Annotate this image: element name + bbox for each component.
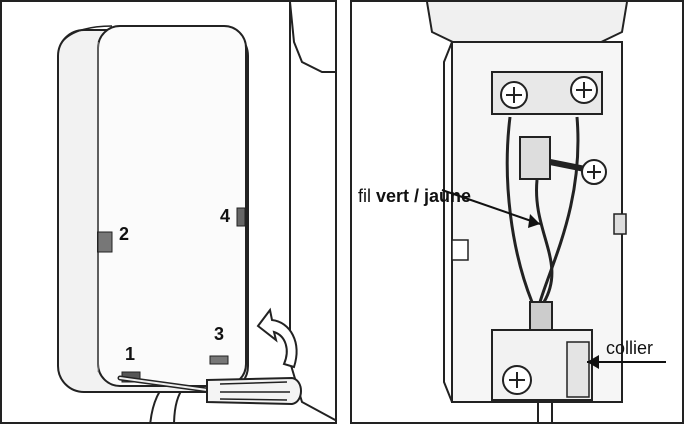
collar-label: collier: [606, 338, 654, 358]
left-panel: 1 2 3 4: [0, 0, 337, 424]
rotate-arrow-icon: [256, 307, 298, 369]
right-panel: fil vert / jaune collier: [350, 0, 684, 424]
wire-label: fil vert / jaune: [358, 186, 471, 207]
wire-label-color: vert / jaune: [376, 186, 472, 206]
wire-label-prefix: fil: [358, 186, 371, 206]
marker-3: 3: [214, 324, 225, 344]
marker-1: 1: [125, 344, 136, 364]
marker-4: 4: [220, 206, 231, 226]
marker-2: 2: [119, 224, 130, 244]
screwdriver-icon: [117, 375, 302, 406]
left-illustration: [57, 2, 335, 422]
right-illustration: [426, 2, 666, 422]
